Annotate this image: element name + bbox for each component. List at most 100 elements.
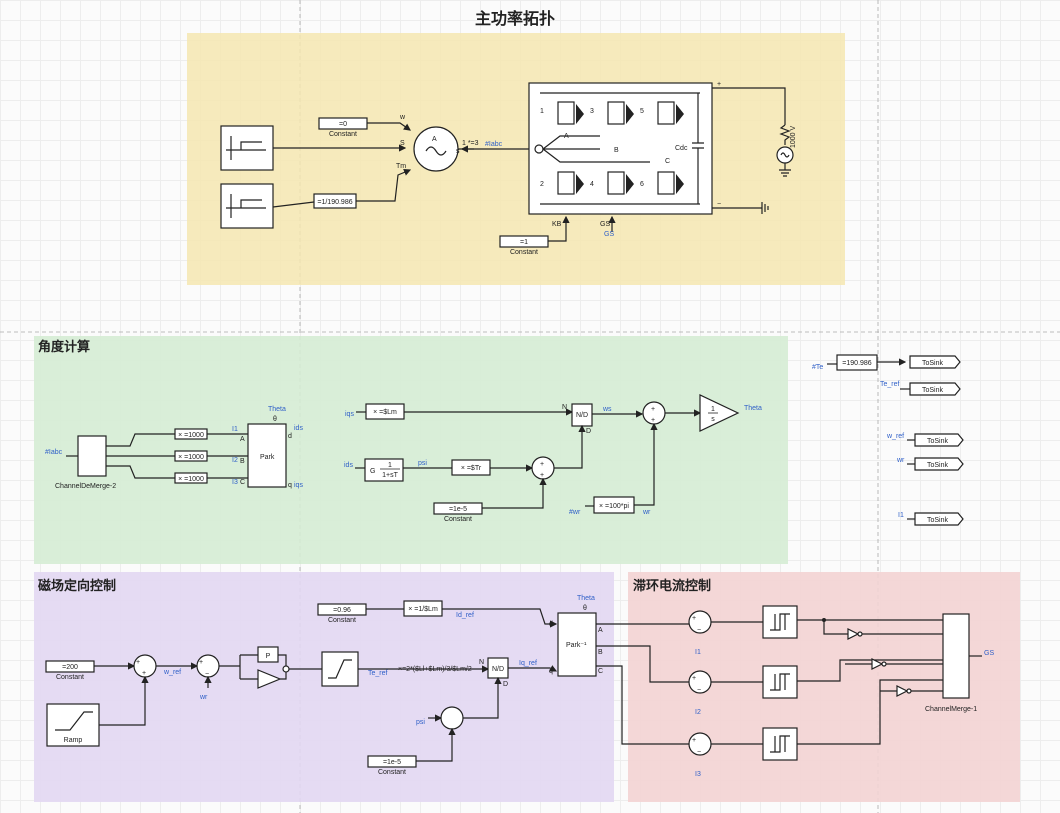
svg-text:#Te: #Te <box>812 364 823 371</box>
not-gate-3[interactable] <box>896 685 912 697</box>
hyst-sum-2[interactable]: +− <box>688 670 712 694</box>
tosink-w-ref[interactable]: ToSink <box>914 433 964 447</box>
svg-text:G: G <box>370 468 375 475</box>
page-title: 主功率拓扑 <box>475 9 555 28</box>
tosink-i1[interactable]: ToSink <box>914 512 964 526</box>
svg-text:q: q <box>288 482 292 489</box>
gain-1000-b[interactable]: × =1000 <box>174 450 208 462</box>
svg-text:N/D: N/D <box>492 666 504 673</box>
svg-text:I2: I2 <box>695 709 701 716</box>
svg-text:wr: wr <box>199 694 208 701</box>
svg-text:+: + <box>651 406 655 413</box>
svg-text:× =1000: × =1000 <box>178 476 204 483</box>
svg-text:ToSink: ToSink <box>927 517 949 524</box>
svg-text:+: + <box>717 81 721 88</box>
ramp-block[interactable]: Ramp <box>46 703 100 747</box>
svg-text:1 *=3: 1 *=3 <box>462 140 479 147</box>
svg-text:Iq_ref: Iq_ref <box>519 660 537 667</box>
svg-text:q: q <box>549 668 553 675</box>
svg-text:+: + <box>540 461 544 468</box>
svg-text:+: + <box>199 659 203 666</box>
svg-text:Constant: Constant <box>329 131 357 138</box>
relay-1[interactable] <box>762 605 798 639</box>
dc-source[interactable]: 1000 V <box>776 124 797 177</box>
integrator-block[interactable]: 1 s <box>699 394 740 432</box>
sum-block-psi[interactable]: ++ <box>531 456 555 480</box>
limiter-block[interactable] <box>321 651 359 687</box>
relay-3[interactable] <box>762 727 798 761</box>
svg-text:θ: θ <box>583 605 587 612</box>
svg-text:−: − <box>697 749 701 756</box>
transfer-function-block[interactable]: G 1 1+sT <box>364 458 404 482</box>
svg-text:Theta: Theta <box>744 405 762 412</box>
hyst-sum-1[interactable]: +− <box>688 610 712 634</box>
svg-text:N: N <box>479 659 484 666</box>
channel-demerge-block[interactable]: ChannelDeMerge-2 <box>55 435 116 490</box>
svg-text:A: A <box>432 136 437 143</box>
svg-text:+: + <box>692 737 696 744</box>
svg-text:=200: =200 <box>62 664 78 671</box>
svg-text:d: d <box>288 433 292 440</box>
svg-text:C: C <box>598 668 603 675</box>
gain-1000-c[interactable]: × =1000 <box>174 472 208 484</box>
svg-text:+: + <box>136 659 140 666</box>
svg-text:Id_ref: Id_ref <box>456 612 474 619</box>
gain-inv-lm-block[interactable]: × =1/$Lm <box>403 600 443 617</box>
region-hyst-title: 滞环电流控制 <box>633 578 711 593</box>
svg-text:GS: GS <box>984 650 994 657</box>
svg-text:Theta: Theta <box>268 406 286 413</box>
svg-text:6: 6 <box>640 181 644 188</box>
svg-text:=1e-5: =1e-5 <box>383 759 401 766</box>
svg-text:× =1000: × =1000 <box>178 454 204 461</box>
svg-text:−: − <box>697 627 701 634</box>
svg-text:psi: psi <box>418 460 427 467</box>
svg-text:Theta: Theta <box>577 595 595 602</box>
svg-text:θ: θ <box>273 416 277 423</box>
svg-text:wr: wr <box>642 509 651 516</box>
pi-i-block[interactable] <box>257 669 282 689</box>
pi-p-block[interactable]: P <box>257 646 279 663</box>
svg-text:GS: GS <box>600 221 610 228</box>
step-source-2[interactable] <box>220 183 274 229</box>
sum-block-speed[interactable]: ++ <box>133 654 157 678</box>
tosink-wr[interactable]: ToSink <box>914 457 964 471</box>
svg-text:ToSink: ToSink <box>922 360 944 367</box>
gain-tm-block[interactable]: =1/190.986 <box>313 193 357 209</box>
svg-text:+: + <box>142 670 146 677</box>
svg-text:=190.986: =190.986 <box>842 360 871 367</box>
hyst-sum-3[interactable]: +− <box>688 732 712 756</box>
gain-tr-block[interactable]: × =$Tr <box>451 459 491 476</box>
svg-text:×=2*($Ll+$Lm)/3/$Lm/2: ×=2*($Ll+$Lm)/3/$Lm/2 <box>398 666 472 673</box>
svg-text:=0.96: =0.96 <box>333 607 351 614</box>
channel-merge-block[interactable]: ChannelMerge-1 <box>925 613 977 713</box>
svg-text:A: A <box>240 436 245 443</box>
sum-block-ws[interactable]: ++ <box>642 401 666 425</box>
svg-text:Constant: Constant <box>444 516 472 523</box>
sum-block-flux[interactable] <box>440 706 464 730</box>
svg-text:4: 4 <box>590 181 594 188</box>
relay-2[interactable] <box>762 665 798 699</box>
gain-1000-a[interactable]: × =1000 <box>174 428 208 440</box>
region-angle-title: 角度计算 <box>38 339 90 354</box>
svg-text:Constant: Constant <box>510 249 538 256</box>
svg-text:1: 1 <box>711 406 715 413</box>
inverse-park-block[interactable]: Park⁻¹ d q A B C <box>549 612 603 677</box>
sum-block-error[interactable]: +− <box>196 654 220 678</box>
step-source-1[interactable] <box>220 125 274 171</box>
gain-lm-block[interactable]: × =$Lm <box>365 403 405 420</box>
gain-te-block[interactable]: =190.986 <box>836 354 878 371</box>
svg-text:1: 1 <box>540 108 544 115</box>
svg-text:Park⁻¹: Park⁻¹ <box>566 642 587 649</box>
svg-text:Te_ref: Te_ref <box>368 670 388 677</box>
svg-text:S: S <box>400 140 405 147</box>
tosink-te[interactable]: ToSink <box>909 355 961 369</box>
inverter-bridge[interactable]: A B C 1 2 3 4 5 6 Cdc <box>528 82 713 215</box>
svg-text:=1/190.986: =1/190.986 <box>317 199 352 206</box>
svg-text:P: P <box>266 653 271 660</box>
svg-text:#Iabc: #Iabc <box>485 141 503 148</box>
gain-pi-block[interactable]: × =100*pi <box>593 496 635 514</box>
tosink-te-ref[interactable]: ToSink <box>909 382 961 396</box>
svg-text:#wr: #wr <box>569 509 581 516</box>
park-block[interactable]: Park A B C d q <box>240 423 292 489</box>
svg-text:+: + <box>692 615 696 622</box>
